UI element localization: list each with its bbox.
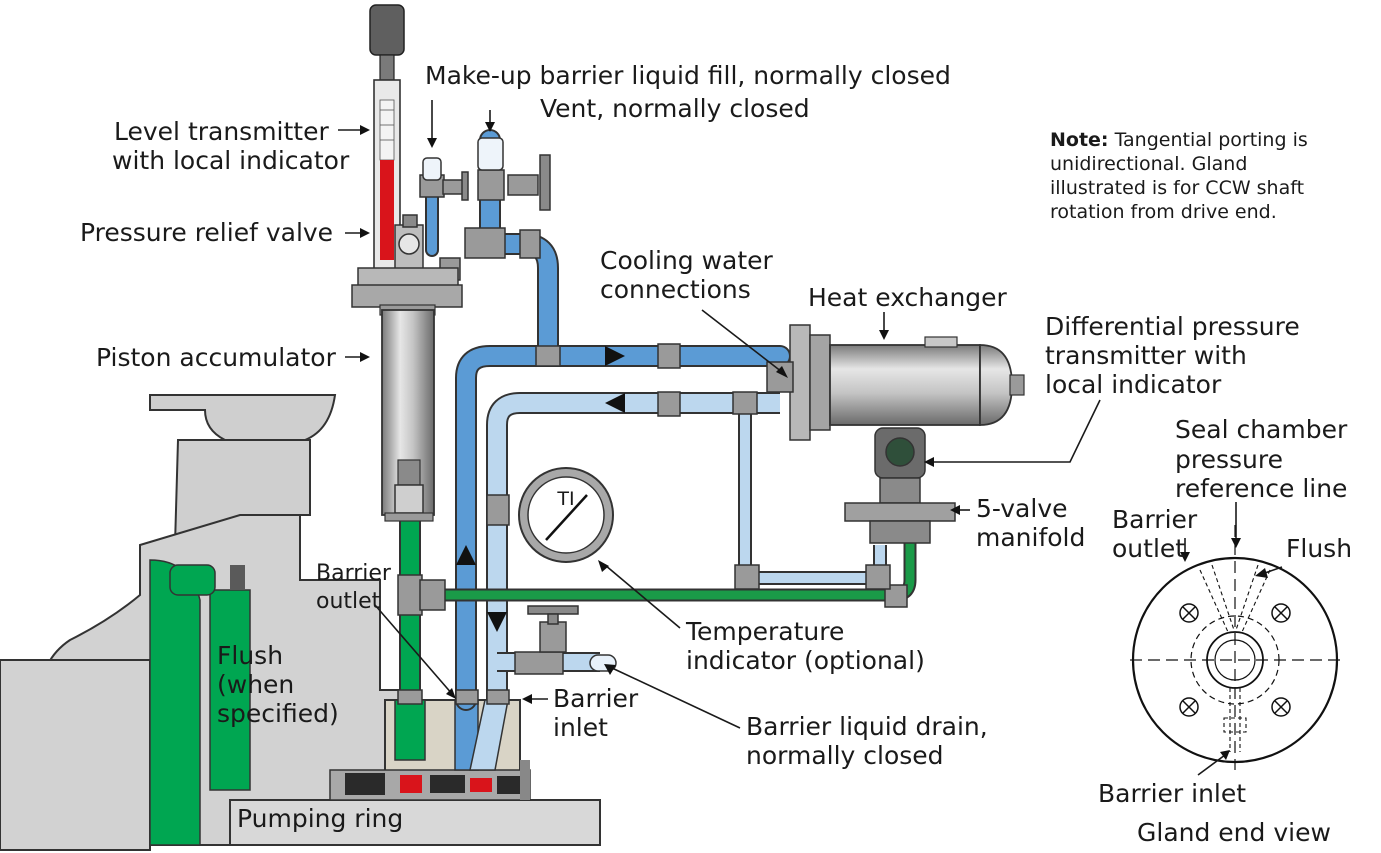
label-flush-2: (when <box>217 670 294 699</box>
pipe-fittings <box>397 169 908 705</box>
valve-icon <box>461 154 579 625</box>
pump-casing <box>0 394 406 851</box>
label-level-transmitter: Level transmitter <box>114 117 329 146</box>
heat-exchanger <box>766 324 1025 441</box>
note-text-1: Tangential porting is <box>1109 129 1308 151</box>
note-line-3: illustrated is for CCW shaft <box>1050 177 1304 199</box>
label-level-transmitter-2: with local indicator <box>112 146 350 175</box>
label-barrier-inlet: Barrier <box>553 684 639 713</box>
pump-shaft <box>229 799 601 846</box>
level-transmitter <box>369 4 405 271</box>
label-dp-transmitter: Differential pressure <box>1045 312 1300 341</box>
labels: Make-up barrier liquid fill, normally cl… <box>80 61 1352 847</box>
seal-gland <box>329 699 531 801</box>
label-vent: Vent, normally closed <box>540 94 810 123</box>
flow-arrow-icon <box>456 545 476 565</box>
label-dp-transmitter-3: local indicator <box>1045 370 1222 399</box>
label-flush-3: specified) <box>217 699 339 728</box>
fill-port <box>422 157 442 181</box>
label-heat-exchanger: Heat exchanger <box>808 283 1008 312</box>
label-drain-2: normally closed <box>746 741 944 770</box>
label-manifold-2: manifold <box>976 523 1085 552</box>
label-gland-barrier-outlet: Barrier <box>1112 505 1198 534</box>
label-temperature-indicator-2: indicator (optional) <box>686 646 925 675</box>
label-seal-chamber-ref-3: reference line <box>1175 474 1347 503</box>
label-piston-accumulator: Piston accumulator <box>96 343 337 372</box>
label-gland-end-view: Gland end view <box>1137 818 1331 847</box>
label-barrier-inlet-2: inlet <box>553 713 608 742</box>
hot-barrier-piping <box>425 129 791 711</box>
level-indicator-fill <box>380 160 394 260</box>
label-cooling-water-2: connections <box>600 275 751 304</box>
label-makeup-fill: Make-up barrier liquid fill, normally cl… <box>425 61 951 90</box>
label-cooling-water: Cooling water <box>600 246 774 275</box>
label-drain: Barrier liquid drain, <box>746 712 988 741</box>
note-line-4: rotation from drive end. <box>1050 201 1277 223</box>
leader-lines <box>338 100 1283 776</box>
vent-port <box>477 137 504 171</box>
label-flush: Flush <box>217 641 283 670</box>
label-dp-transmitter-2: transmitter with <box>1045 341 1247 370</box>
label-temperature-indicator: Temperature <box>685 617 844 646</box>
label-seal-chamber-ref-2: pressure <box>1175 445 1283 474</box>
piston-accumulator <box>351 267 463 522</box>
label-pumping-ring: Pumping ring <box>237 804 403 833</box>
flow-arrow-icon <box>605 346 625 366</box>
pressure-relief-valve <box>394 214 424 271</box>
label-pressure-relief-valve: Pressure relief valve <box>80 218 333 247</box>
label-gland-barrier-inlet: Barrier inlet <box>1098 779 1246 808</box>
label-gland-flush: Flush <box>1286 534 1352 563</box>
dp-transmitter <box>844 427 956 544</box>
label-gland-barrier-outlet-2: outlet <box>1112 534 1185 563</box>
note-bold: Note: <box>1050 129 1109 151</box>
flow-arrow-icon <box>605 393 625 413</box>
gauge-label: TI <box>556 488 574 510</box>
label-manifold: 5-valve <box>976 494 1068 523</box>
gland-end-view <box>1130 525 1345 770</box>
flow-arrow-icon <box>487 612 507 632</box>
label-seal-chamber-ref: Seal chamber <box>1175 415 1348 444</box>
note-line-1: Note: Tangential porting is <box>1050 129 1308 151</box>
label-barrier-outlet: Barrier <box>316 561 392 586</box>
label-barrier-outlet-2: outlet <box>316 589 381 614</box>
note-line-2: unidirectional. Gland <box>1050 153 1247 175</box>
gauge-icon: TI <box>518 467 614 563</box>
